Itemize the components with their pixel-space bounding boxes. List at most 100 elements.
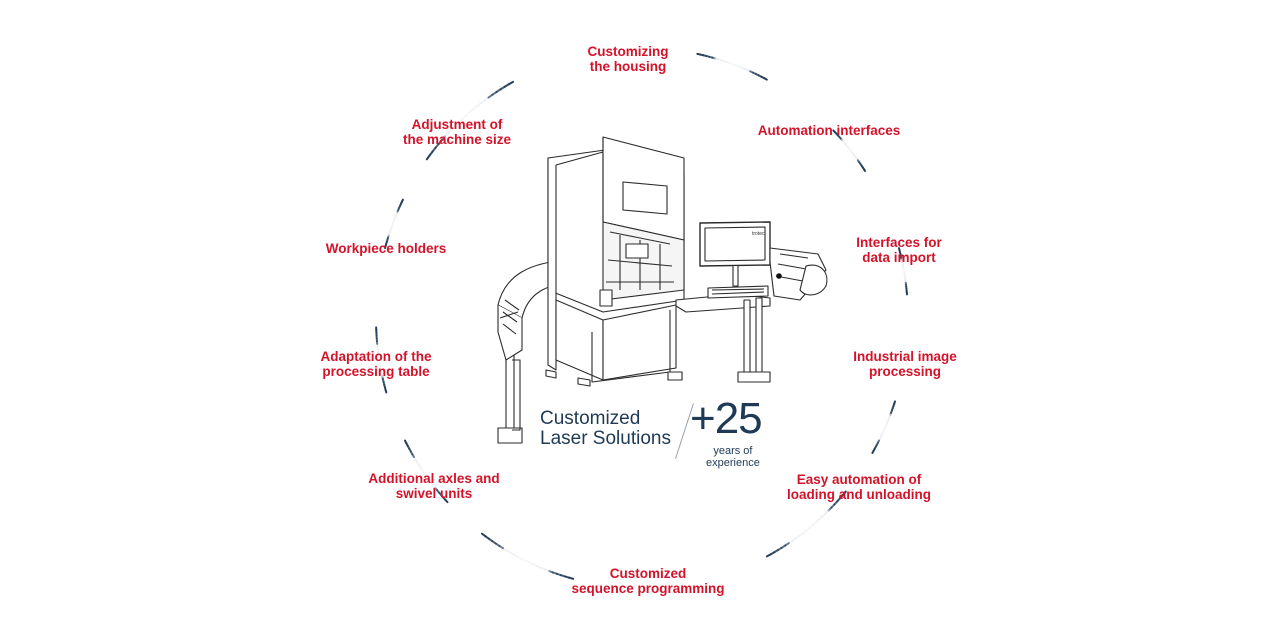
ring-arc-segment bbox=[457, 118, 464, 124]
ring-arc-segment bbox=[468, 108, 475, 114]
ring-arc-segment bbox=[424, 474, 429, 479]
ring-arc-segment bbox=[734, 64, 740, 68]
feature-label-line: Workpiece holders bbox=[325, 241, 447, 256]
ring-arc-segment bbox=[421, 469, 426, 474]
feature-label-data-import: Interfaces for data import bbox=[856, 235, 942, 265]
ring-arc-segment bbox=[850, 150, 854, 155]
feature-label-machine-size: Adjustment of the machine size bbox=[403, 117, 511, 147]
feature-label-line: swivel units bbox=[395, 486, 473, 501]
ring-arc-segment bbox=[391, 220, 395, 225]
ring-arc-segment bbox=[717, 58, 723, 62]
ring-arc-segment bbox=[419, 466, 424, 472]
monitor-brand: trotec bbox=[752, 231, 765, 237]
ring-arc-segment bbox=[454, 121, 460, 127]
feature-label-line: Interfaces for bbox=[856, 235, 942, 250]
ring-arc-segment bbox=[886, 418, 890, 423]
feature-label-sequence-programming: Customized sequence programming bbox=[571, 566, 724, 596]
feature-label-processing-table: Adaptation of the processing table bbox=[321, 349, 432, 379]
ring-arc-segment bbox=[729, 62, 734, 66]
ring-arc-segment bbox=[843, 142, 848, 146]
ring-arc-segment bbox=[480, 532, 487, 538]
feature-label-axles: Additional axles and swivel units bbox=[368, 471, 499, 501]
brand-block: Customized Laser Solutions +25 years of … bbox=[540, 396, 780, 472]
ring-arc-segment bbox=[847, 147, 852, 151]
ring-arc-segment bbox=[428, 479, 433, 484]
experience-caption: years of experience bbox=[706, 445, 760, 469]
feature-label-loading: Easy automation of loading and unloading bbox=[787, 472, 931, 502]
ring-arc-segment bbox=[430, 481, 435, 487]
feature-label-line: the housing bbox=[589, 59, 667, 74]
laser-machine-illustration bbox=[497, 136, 828, 444]
experience-caption-line-1: years of bbox=[713, 445, 753, 457]
ring-arc-segment bbox=[808, 524, 814, 529]
ring-arc-segment bbox=[845, 143, 849, 148]
ring-arc-segment bbox=[392, 218, 396, 223]
feature-label-housing: Customizing the housing bbox=[588, 44, 669, 74]
ring-arc-segment bbox=[388, 230, 391, 235]
ring-arc-segment bbox=[884, 422, 888, 427]
experience-caption-line-2: experience bbox=[706, 457, 760, 469]
feature-label-line: Industrial image bbox=[853, 349, 957, 364]
ring-arc-segment bbox=[524, 559, 531, 564]
ring-arc-segment bbox=[472, 105, 478, 111]
ring-arc-segment bbox=[539, 566, 546, 571]
ring-arc-segment bbox=[403, 439, 408, 445]
ring-arc-segment bbox=[426, 476, 431, 482]
ring-arc-segment bbox=[423, 471, 427, 477]
ring-arc-segment bbox=[464, 111, 471, 117]
feature-label-line: Customized bbox=[609, 566, 687, 581]
ring-arc-segment bbox=[390, 224, 394, 229]
ring-arc-segment bbox=[731, 63, 737, 67]
feature-label-line: processing bbox=[868, 364, 942, 379]
headline-line-2: Laser Solutions bbox=[540, 428, 671, 449]
ring-arc-segment bbox=[814, 518, 821, 524]
ring-arc-segment bbox=[881, 431, 885, 436]
ring-arc-segment bbox=[720, 59, 726, 63]
ring-arc-segment bbox=[765, 553, 772, 558]
ring-arc-segment bbox=[388, 228, 392, 233]
ring-arc-segment bbox=[507, 80, 515, 86]
ring-arc-segment bbox=[528, 561, 535, 566]
feature-label-line: Automation interfaces bbox=[757, 123, 901, 138]
ring-arc-segment bbox=[737, 65, 743, 69]
feature-label-workpiece-holders: Workpiece holders bbox=[326, 241, 447, 256]
feature-label-line: Easy automation of bbox=[796, 472, 922, 487]
ring-arc-segment bbox=[821, 512, 827, 518]
feature-label-line: Customizing bbox=[587, 44, 669, 59]
experience-value: +25 bbox=[690, 394, 763, 443]
ring-arc-segment bbox=[417, 464, 422, 469]
ring-arc-segment bbox=[811, 521, 817, 527]
ring-arc-segment bbox=[849, 148, 853, 153]
ring-arc-segment bbox=[862, 168, 867, 172]
ring-arc-segment bbox=[447, 128, 453, 134]
ring-arc-segment bbox=[520, 557, 527, 562]
feature-label-automation-interfaces: Automation interfaces bbox=[758, 123, 901, 138]
ring-arc-segment bbox=[513, 553, 519, 558]
ring-arc-segment bbox=[379, 367, 383, 373]
ring-arc-segment bbox=[871, 449, 875, 454]
ring-arc-segment bbox=[763, 77, 768, 81]
feature-label-line: Additional axles and bbox=[368, 471, 500, 486]
ring-arc-segment bbox=[882, 428, 886, 434]
feature-label-line: the machine size bbox=[402, 132, 512, 147]
feature-label-image-processing: Industrial image processing bbox=[853, 349, 957, 379]
ring-arc-segment bbox=[400, 198, 404, 203]
feature-label-line: loading and unloading bbox=[787, 487, 931, 502]
ring-arc-segment bbox=[516, 555, 523, 560]
ring-arc-segment bbox=[461, 114, 467, 121]
feature-label-line: Adjustment of bbox=[411, 117, 503, 132]
ring-arc-segment bbox=[726, 61, 732, 65]
feature-label-line: sequence programming bbox=[571, 581, 725, 596]
ring-arc-segment bbox=[380, 370, 383, 375]
ring-arc-segment bbox=[391, 222, 394, 227]
ring-arc-segment bbox=[532, 563, 538, 568]
ring-arc-segment bbox=[798, 532, 804, 537]
feature-label-line: Adaptation of the bbox=[320, 349, 432, 364]
ring-arc-segment bbox=[535, 565, 542, 569]
ring-arc-segment bbox=[883, 426, 887, 431]
ring-arc-segment bbox=[885, 420, 889, 425]
ring-arc-segment bbox=[851, 152, 856, 157]
ring-arc-segment bbox=[393, 216, 397, 221]
